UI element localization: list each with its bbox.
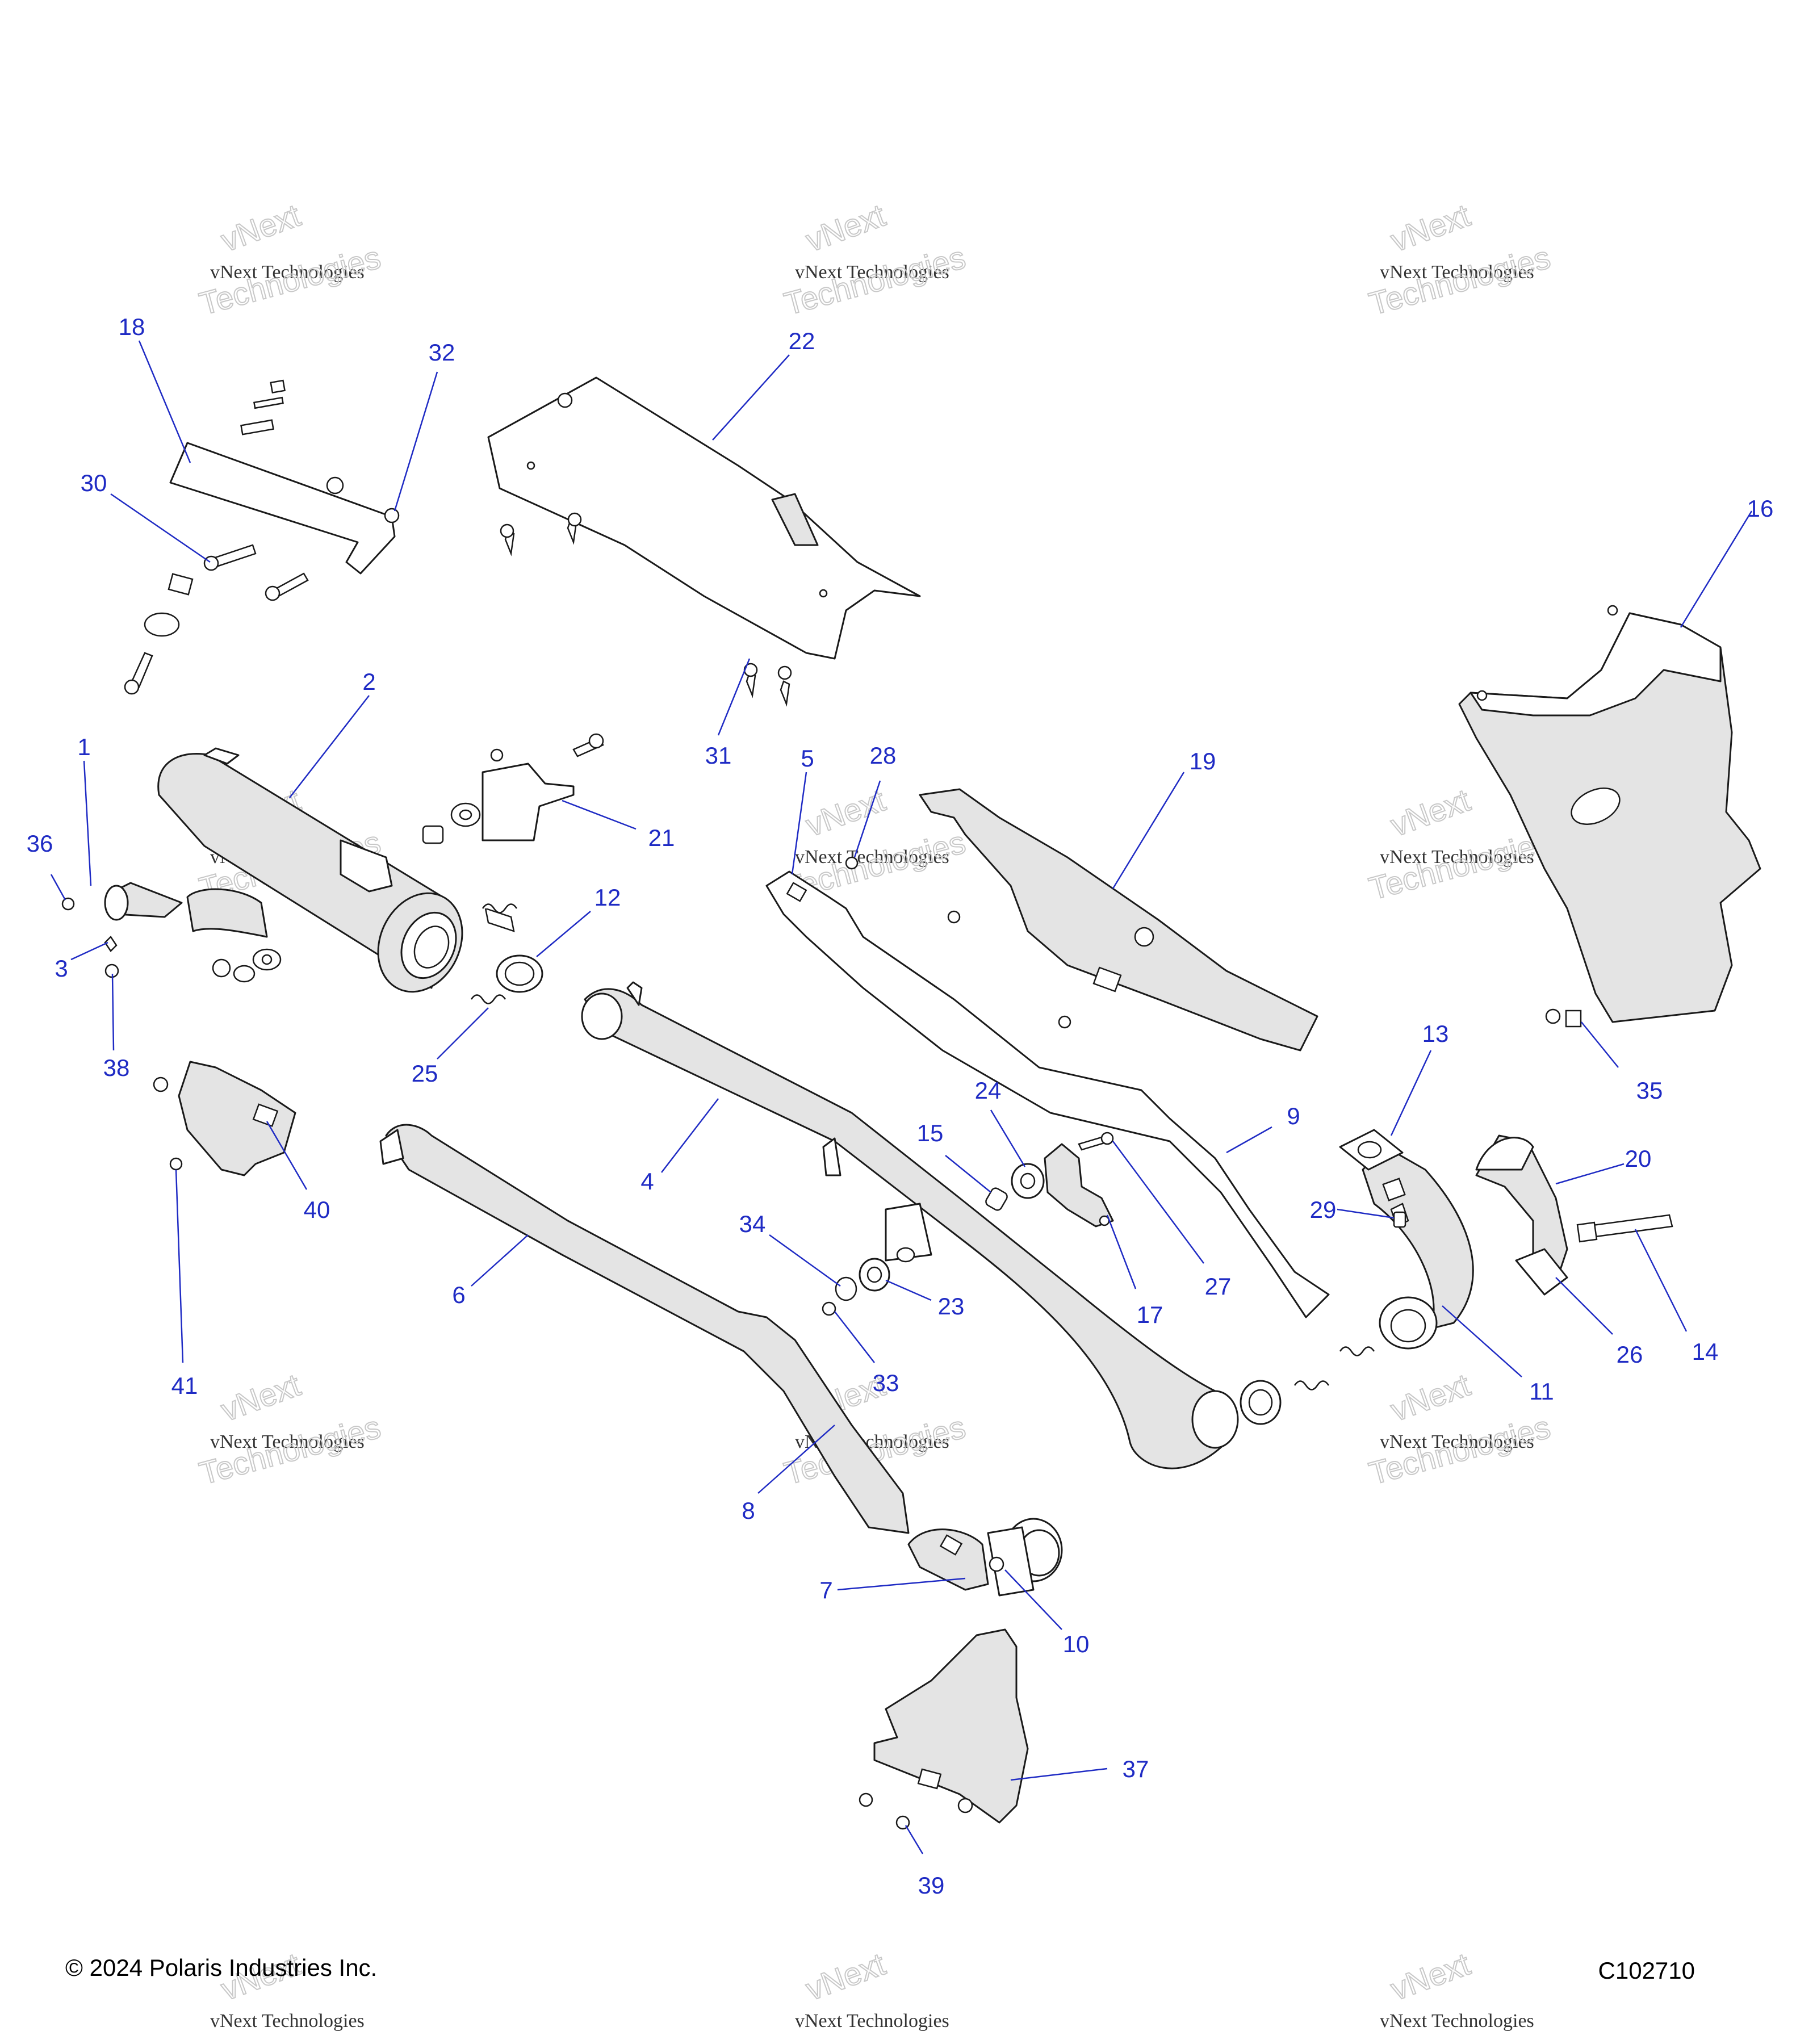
- callout-38: 38: [103, 1054, 130, 1081]
- callout-12: 12: [594, 884, 621, 911]
- callout-27: 27: [1205, 1273, 1232, 1300]
- watermark-big: Technologies: [1366, 824, 1554, 906]
- watermark-big: vNext: [216, 197, 305, 258]
- heat-shield-40: [153, 1061, 296, 1176]
- callout-31: 31: [705, 742, 732, 769]
- callout-35: 35: [1636, 1077, 1663, 1104]
- callout-34: 34: [739, 1211, 766, 1237]
- watermark: vNext Technologies: [210, 1431, 365, 1452]
- callout-39: 39: [918, 1872, 945, 1899]
- callout-23: 23: [938, 1293, 965, 1320]
- gasket-12: [496, 954, 543, 993]
- callout-1: 1: [77, 734, 90, 760]
- heat-shield-18: [124, 379, 400, 695]
- callout-37: 37: [1123, 1756, 1149, 1782]
- watermark-big: vNext: [801, 1946, 890, 2007]
- watermark-big: vNext: [1386, 1367, 1475, 1428]
- callout-6: 6: [452, 1281, 465, 1308]
- spring-25: [470, 903, 518, 1004]
- pipe-connection-7: [907, 1518, 1063, 1597]
- watermark-big: Technologies: [1366, 1409, 1554, 1491]
- callout-17: 17: [1137, 1301, 1163, 1328]
- callout-10: 10: [1063, 1631, 1090, 1657]
- callout-26: 26: [1617, 1341, 1643, 1368]
- bracket-17: [1044, 1132, 1114, 1228]
- callout-3: 3: [55, 955, 68, 982]
- watermark-big: Technologies: [1366, 239, 1554, 321]
- callout-24: 24: [975, 1077, 1002, 1104]
- callout-41: 41: [171, 1372, 198, 1399]
- bracket-21: [422, 733, 604, 932]
- watermark: vNext Technologies: [795, 2011, 949, 2032]
- heat-shield-16: [1458, 605, 1761, 1028]
- head-pipe-4: [581, 981, 1239, 1469]
- callout-15: 15: [917, 1120, 944, 1146]
- watermark: vNext Technologies: [795, 262, 949, 283]
- callout-19: 19: [1190, 748, 1216, 774]
- callout-25: 25: [412, 1060, 438, 1087]
- heat-shield-5: [765, 856, 1330, 1318]
- callout-29: 29: [1310, 1196, 1337, 1223]
- footer: © 2024 Polaris Industries Inc. C102710: [65, 1954, 1695, 1984]
- leader-lines: [50, 340, 1753, 1854]
- callout-labels: 1 2 3 4 5 6 7 8 9 10 11 12 13 14 15 16 1…: [27, 313, 1774, 1899]
- callout-16: 16: [1747, 495, 1774, 522]
- callout-13: 13: [1422, 1020, 1449, 1047]
- callout-21: 21: [648, 824, 675, 851]
- muffler-2: [157, 747, 463, 993]
- callout-5: 5: [801, 745, 814, 772]
- watermark: vNext Technologies: [1380, 1431, 1534, 1452]
- watermark: vNext Technologies: [210, 2011, 365, 2032]
- callout-30: 30: [81, 470, 107, 496]
- callout-22: 22: [789, 328, 815, 354]
- watermark-big: Technologies: [196, 239, 384, 321]
- callout-14: 14: [1692, 1338, 1719, 1365]
- watermark: vNext Technologies: [1380, 847, 1534, 868]
- watermark-big: Technologies: [196, 1409, 384, 1491]
- header-elbow-11: [1339, 1129, 1474, 1350]
- bracket-37: [859, 1628, 1029, 1830]
- callout-32: 32: [429, 339, 455, 366]
- watermark-big: vNext: [1386, 782, 1475, 843]
- tailpipe-tip-1: [61, 882, 183, 978]
- callout-40: 40: [304, 1196, 330, 1223]
- callout-8: 8: [742, 1497, 755, 1524]
- watermark-big: vNext: [1386, 197, 1475, 258]
- heat-shield-19: [919, 788, 1318, 1052]
- callout-9: 9: [1287, 1103, 1300, 1129]
- watermark-big: vNext: [1386, 1946, 1475, 2007]
- watermark: vNext Technologies: [1380, 262, 1534, 283]
- head-pipe-6: [379, 1124, 910, 1534]
- callout-7: 7: [819, 1577, 832, 1603]
- watermark: vNext Technologies: [795, 847, 949, 868]
- callout-20: 20: [1625, 1145, 1652, 1172]
- watermark-big: Technologies: [781, 239, 969, 321]
- watermark: vNext Technologies: [1380, 2011, 1534, 2032]
- header-elbow-20: [1475, 1134, 1568, 1296]
- watermark-big: vNext: [216, 1367, 305, 1428]
- watermark-big: vNext: [801, 197, 890, 258]
- callout-28: 28: [870, 742, 897, 769]
- callout-33: 33: [873, 1369, 899, 1396]
- figure-id: C102710: [1598, 1957, 1695, 1984]
- bushing-24: [985, 1163, 1045, 1211]
- callout-2: 2: [362, 668, 375, 695]
- o2-sensor-14: [1576, 1214, 1673, 1243]
- callout-4: 4: [640, 1168, 654, 1195]
- bolt-29: [1393, 1211, 1406, 1228]
- watermark: vNext Technologies: [210, 262, 365, 283]
- copyright-text: © 2024 Polaris Industries Inc.: [65, 1954, 377, 1981]
- callout-11: 11: [1529, 1378, 1554, 1405]
- callout-36: 36: [27, 830, 53, 857]
- callout-18: 18: [119, 313, 145, 340]
- heat-shield-22: [487, 376, 921, 707]
- parts: [61, 376, 1761, 1830]
- washer-23: [822, 1258, 890, 1316]
- springs-near-11: [1240, 1346, 1375, 1425]
